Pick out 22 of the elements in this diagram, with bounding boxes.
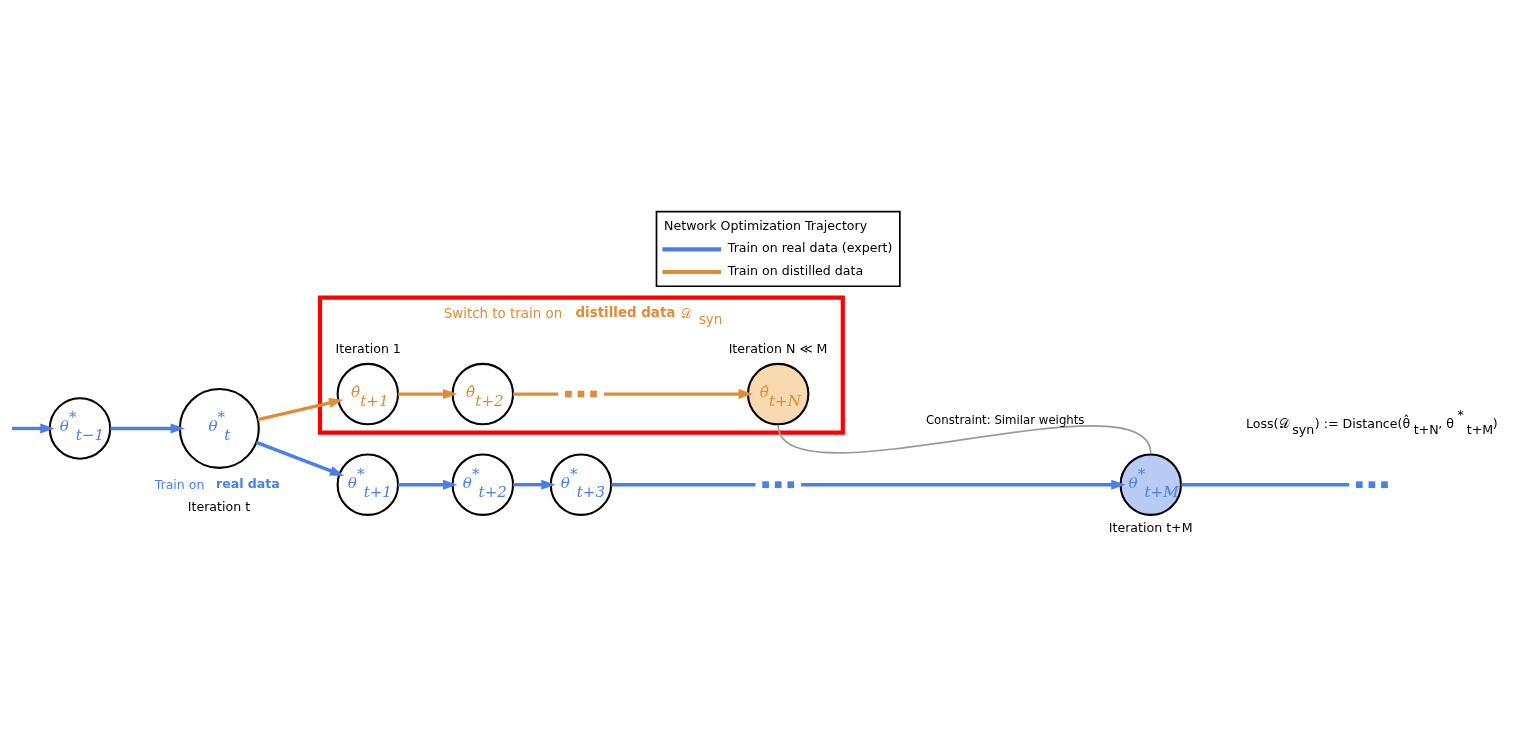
arrow (398, 479, 458, 490)
label: Network Optimization Trajectory (664, 217, 868, 233)
edge-label: Constraint: Similar weights (925, 412, 1085, 427)
connector (1181, 482, 1350, 486)
arrow (513, 479, 556, 490)
node-label: Train on real data (154, 475, 280, 492)
node-label: Iteration 1 (335, 340, 401, 356)
arrow (12, 422, 55, 433)
connector (513, 391, 559, 396)
arrow (603, 388, 753, 399)
node-label: Iteration t (187, 498, 251, 514)
arrow (255, 440, 345, 476)
connector (777, 423, 1152, 454)
legend-label: Train on real data (expert) (727, 239, 893, 255)
node-label: Iteration N ≪ M (728, 340, 828, 356)
arrow (801, 479, 1126, 490)
arrow (398, 388, 458, 399)
connector (611, 482, 756, 486)
arrow (257, 397, 344, 421)
node-label: Iteration t+M (1108, 519, 1193, 535)
arrow (110, 422, 185, 433)
legend-label: Train on distilled data (727, 262, 864, 278)
